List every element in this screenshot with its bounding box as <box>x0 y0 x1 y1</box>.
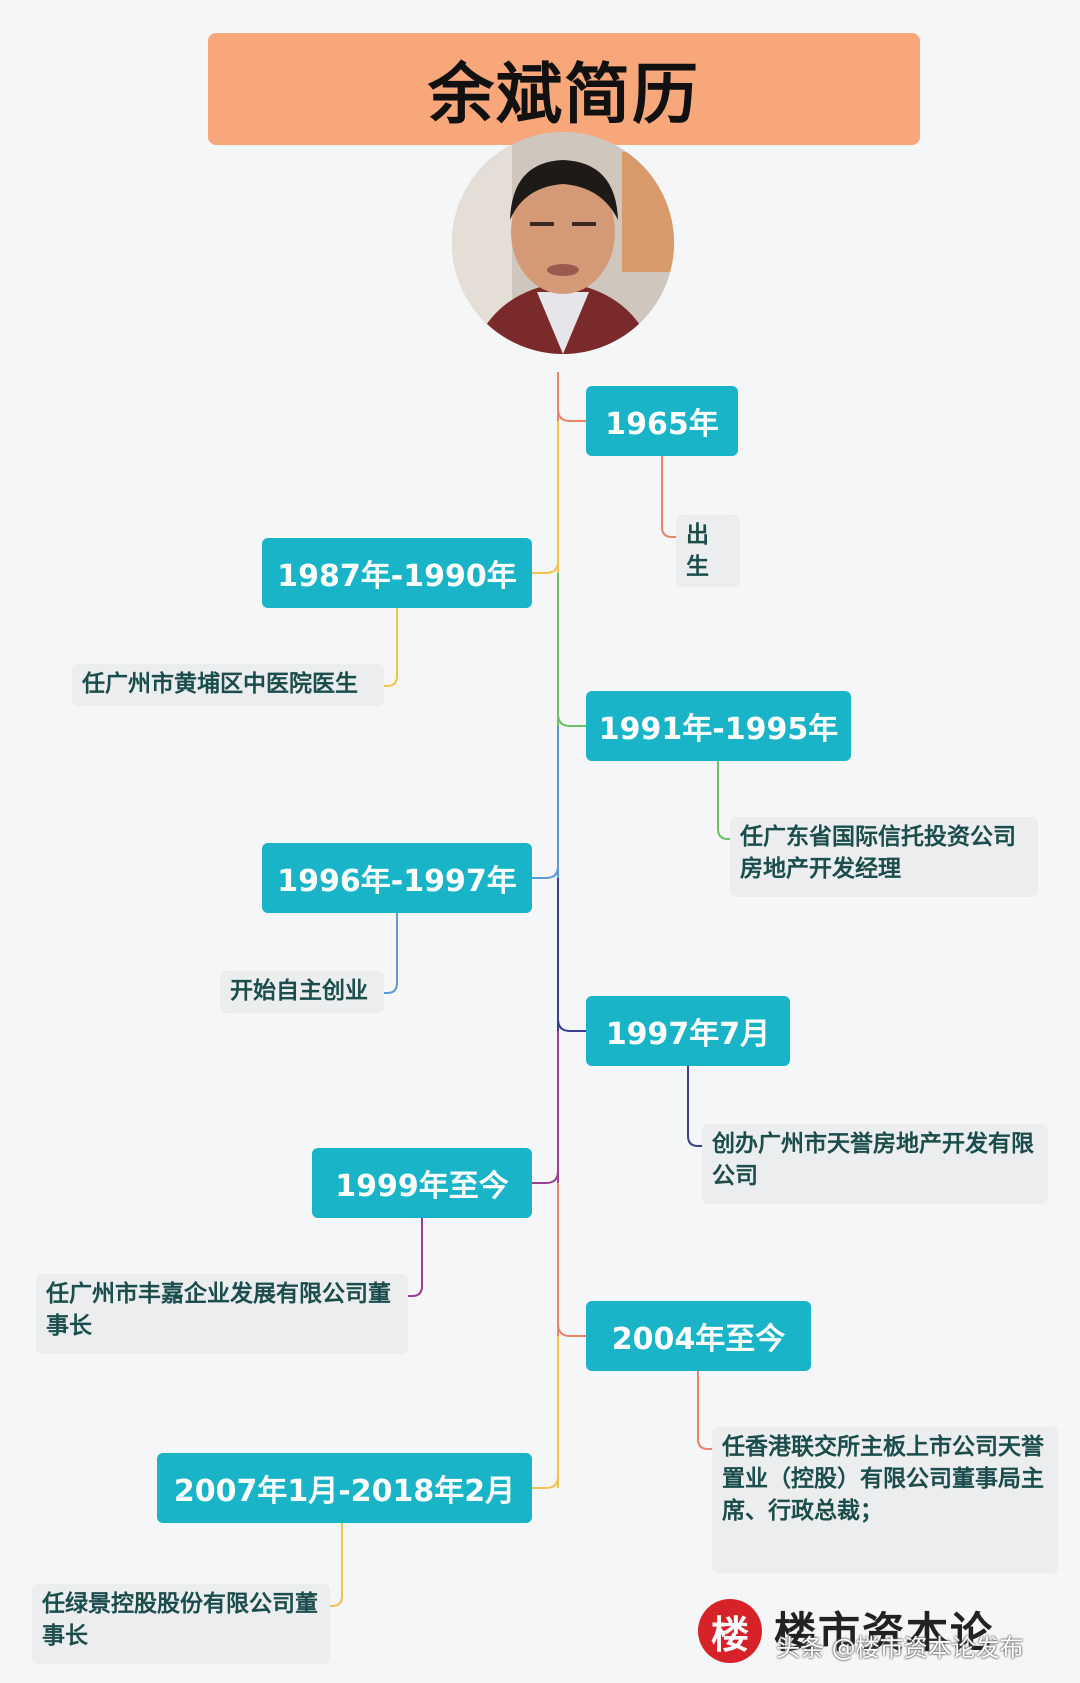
portrait-avatar <box>452 132 674 354</box>
branch-connector <box>532 1475 559 1489</box>
branch-connector <box>532 1170 559 1184</box>
note-connector <box>661 456 676 538</box>
brand-logo-icon: 楼 <box>698 1599 762 1663</box>
date-box: 1965年 <box>586 386 738 456</box>
brand-name: 楼市资本论 <box>774 1608 995 1657</box>
page-title: 余斌简历 <box>428 56 700 133</box>
timeline-note: 任广州市丰嘉企业发展有限公司董事长 <box>36 1274 408 1354</box>
note-connector <box>408 1218 423 1297</box>
branch-connector <box>557 408 586 422</box>
date-box: 1987年-1990年 <box>262 538 532 608</box>
branch-connector <box>532 560 559 574</box>
date-box: 1999年至今 <box>312 1148 532 1218</box>
date-box: 2004年至今 <box>586 1301 811 1371</box>
portrait-image <box>452 132 674 354</box>
date-box: 1997年7月 <box>586 996 790 1066</box>
timeline-note: 出生 <box>676 515 740 587</box>
branch-connector <box>557 1323 586 1337</box>
note-connector <box>687 1066 702 1147</box>
timeline-note: 任广州市黄埔区中医院医生 <box>72 664 384 706</box>
timeline-note: 创办广州市天誉房地产开发有限公司 <box>702 1124 1048 1204</box>
date-box: 1991年-1995年 <box>586 691 851 761</box>
note-connector <box>717 761 730 840</box>
date-box: 2007年1月-2018年2月 <box>157 1453 532 1523</box>
timeline-note: 任绿景控股股份有限公司董事长 <box>32 1584 330 1664</box>
branch-connector <box>557 713 586 727</box>
branch-connector <box>557 1018 586 1032</box>
timeline-note: 任香港联交所主板上市公司天誉置业（控股）有限公司董事局主席、行政总裁； <box>712 1427 1058 1573</box>
timeline-note: 任广东省国际信托投资公司房地产开发经理 <box>730 817 1038 897</box>
watermark-text: 头条 @楼市资本论发布 <box>776 1634 1024 1662</box>
note-connector <box>384 913 398 994</box>
brand-footer: 楼 楼市资本论 <box>690 1595 1070 1667</box>
date-box: 1996年-1997年 <box>262 843 532 913</box>
title-banner: 余斌简历 <box>208 33 920 145</box>
timeline-branches <box>330 408 730 1607</box>
note-connector <box>330 1523 343 1607</box>
note-connector <box>697 1371 712 1450</box>
branch-connector <box>532 865 559 879</box>
timeline-note: 开始自主创业 <box>220 971 384 1013</box>
note-connector <box>384 608 398 687</box>
